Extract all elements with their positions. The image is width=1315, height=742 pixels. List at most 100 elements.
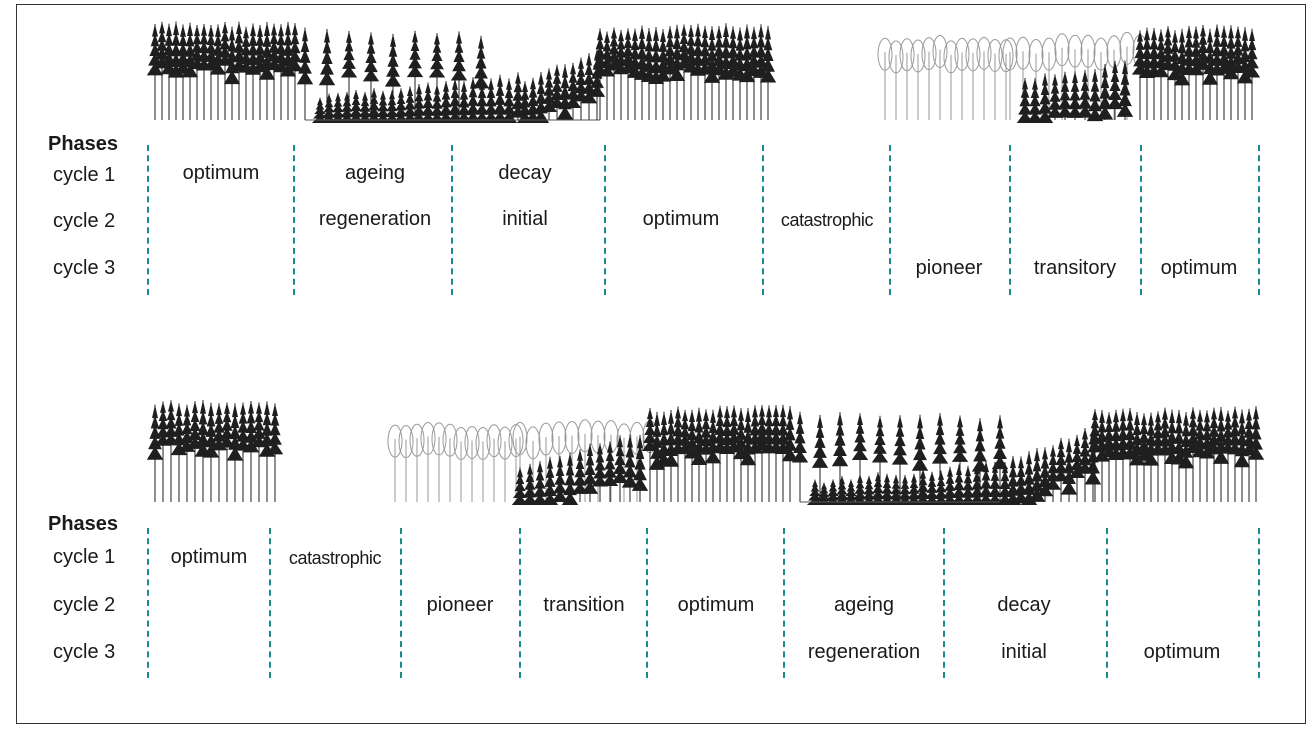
cycle-3-label: cycle 3 — [53, 257, 116, 279]
conifer-tree — [154, 401, 172, 502]
conifer-tree — [178, 404, 196, 502]
conifer-tree — [703, 26, 721, 120]
forest-profile-illustration — [146, 21, 1261, 123]
conifer-tree — [774, 404, 792, 502]
conifer-tree — [181, 22, 199, 120]
conifer-tree — [1243, 28, 1261, 120]
conifer-tree — [759, 25, 777, 120]
phase-divider — [943, 528, 945, 678]
phase-label: transition — [543, 594, 625, 616]
broadleaf-tree — [976, 36, 992, 120]
conifer-tree — [406, 30, 424, 120]
conifer-tree — [1198, 410, 1216, 502]
conifer-tree — [690, 407, 708, 502]
conifer-tree — [611, 435, 629, 502]
forest-profile-illustration — [146, 399, 1265, 505]
broadleaf-tree — [1002, 37, 1018, 120]
conifer-tree — [242, 401, 260, 502]
conifer-tree — [986, 461, 1004, 505]
phase-label: optimum — [182, 162, 260, 184]
phase-label: initial — [1001, 641, 1047, 663]
broadleaf-tree — [486, 424, 502, 502]
conifer-tree — [831, 412, 849, 502]
conifer-tree — [631, 434, 649, 502]
conifer-tree — [374, 90, 392, 123]
phases-heading: Phases — [48, 133, 119, 155]
conifer-tree — [1016, 78, 1034, 123]
conifer-tree — [781, 405, 799, 502]
broadleaf-tree — [398, 425, 414, 502]
phase-label: ageing — [344, 162, 406, 184]
conifer-tree — [1163, 409, 1181, 502]
broadleaf-tree — [943, 40, 959, 120]
conifer-tree — [654, 29, 672, 120]
conifer-tree — [511, 467, 529, 505]
conifer-tree — [216, 22, 234, 120]
broadleaf-tree — [387, 424, 403, 502]
conifer-tree — [1026, 78, 1044, 123]
phase-label: optimum — [677, 594, 755, 616]
conifer-tree — [1247, 406, 1265, 502]
phase-label: optimum — [170, 546, 248, 568]
phase-label: optimum — [1160, 257, 1238, 279]
phase-divider — [451, 145, 453, 295]
phase-divider — [1106, 528, 1108, 678]
cycle-2-label: cycle 2 — [53, 210, 116, 232]
broadleaf-tree — [475, 427, 491, 502]
conifer-tree — [676, 409, 694, 502]
conifer-tree — [202, 402, 220, 502]
broadleaf-tree — [987, 39, 1003, 120]
phase-divider — [604, 145, 606, 295]
conifer-tree — [362, 32, 380, 120]
phase-label: decay — [498, 162, 552, 184]
broadleaf-tree — [420, 422, 436, 502]
phase-label: catastrophic — [780, 210, 874, 230]
conifer-tree — [1121, 408, 1139, 502]
phase-label: regeneration — [318, 208, 432, 230]
conifer-tree — [340, 30, 358, 120]
phase-divider — [269, 528, 271, 678]
conifer-tree — [1096, 64, 1114, 120]
conifer-tree — [266, 403, 284, 502]
conifer-tree — [905, 473, 923, 505]
conifer-tree — [564, 62, 582, 120]
conifer-tree — [591, 443, 609, 502]
conifer-tree — [296, 27, 314, 120]
phase-label: decay — [997, 594, 1051, 616]
conifer-tree — [580, 53, 598, 120]
broadleaf-tree — [464, 426, 480, 502]
broadleaf-tree — [954, 37, 970, 120]
conifer-tree — [1060, 438, 1078, 502]
phase-divider — [1140, 145, 1142, 295]
phase-divider — [1009, 145, 1011, 295]
conifer-tree — [1076, 70, 1094, 120]
broadleaf-tree — [888, 40, 904, 120]
conifer-tree — [1093, 410, 1111, 502]
conifer-tree — [581, 443, 599, 502]
conifer-tree — [146, 404, 164, 502]
conifer-tree — [521, 463, 539, 505]
conifer-tree — [661, 26, 679, 120]
conifer-tree — [896, 475, 914, 505]
conifer-tree — [1028, 447, 1046, 502]
conifer-tree — [752, 24, 770, 120]
phase-divider — [293, 145, 295, 295]
cycle-2-label: cycle 2 — [53, 594, 116, 616]
conifer-tree — [1068, 434, 1086, 502]
conifer-tree — [891, 415, 909, 502]
phase-label: catastrophic — [288, 548, 382, 568]
phase-label: pioneer — [426, 594, 494, 616]
conifer-tree — [446, 78, 464, 123]
broadleaf-tree — [998, 39, 1014, 120]
conifer-tree — [689, 23, 707, 120]
conifer-tree — [1177, 412, 1195, 502]
forest-cycle-panel-top: Phases cycle 1 cycle 2 cycle 3 optimum a… — [0, 0, 1315, 350]
broadleaf-tree — [409, 423, 425, 502]
conifer-tree — [811, 414, 829, 502]
conifer-tree — [1212, 407, 1230, 502]
phase-label: pioneer — [915, 257, 983, 279]
conifer-tree — [318, 29, 336, 120]
forest-cycle-panel-bottom: Phases cycle 1 cycle 2 cycle 3 optimum c… — [0, 392, 1315, 742]
conifer-tree — [598, 31, 616, 120]
broadleaf-tree — [453, 427, 469, 502]
